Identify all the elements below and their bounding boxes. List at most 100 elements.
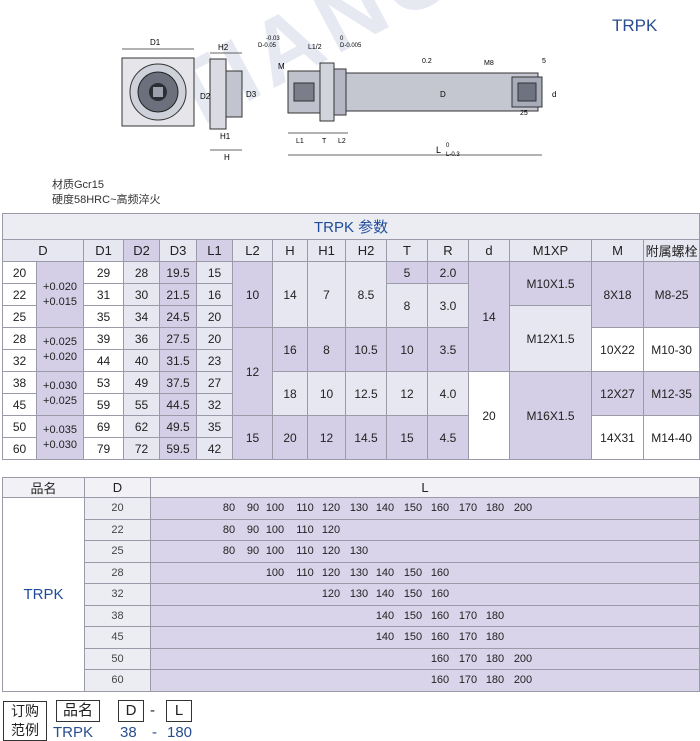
length-value: 140 bbox=[375, 502, 395, 514]
technical-drawing: D1 H2 D2 D3 H1 H M L1/2 -0.03 D-0.05 0 D… bbox=[121, 36, 556, 162]
h2-value: 10.5 bbox=[345, 327, 387, 372]
tol-l-b: L-0.3 bbox=[446, 152, 460, 158]
l1-value: 27 bbox=[196, 371, 233, 394]
h-value: 18 bbox=[272, 371, 308, 416]
small-d-value: 20 bbox=[468, 371, 510, 460]
length-value: 110 bbox=[296, 545, 314, 557]
length-value: 130 bbox=[349, 502, 369, 514]
length-d-cell: 60 bbox=[84, 669, 151, 692]
d2-value: 55 bbox=[123, 393, 160, 416]
order-separator: - bbox=[150, 702, 155, 719]
m-value: 12X27 bbox=[591, 371, 644, 416]
dim-d2: D2 bbox=[200, 92, 211, 101]
bolt-value: M12-35 bbox=[642, 371, 700, 416]
t-value: 5 bbox=[386, 261, 428, 284]
length-value: 100 bbox=[265, 545, 285, 557]
d1-value: 35 bbox=[83, 305, 124, 328]
r-value: 4.0 bbox=[427, 371, 469, 416]
length-value: 180 bbox=[485, 631, 505, 643]
d2-value: 72 bbox=[123, 437, 160, 460]
length-d-cell: 38 bbox=[84, 604, 151, 627]
l2-value: 12 bbox=[232, 327, 273, 416]
h1-value: 12 bbox=[307, 415, 346, 460]
tolerance-cell: +0.025+0.020 bbox=[36, 327, 84, 372]
end-view: D1 bbox=[121, 38, 195, 127]
d2-value: 28 bbox=[123, 261, 160, 284]
m-value: 8X18 bbox=[591, 261, 644, 328]
length-value: 150 bbox=[403, 588, 423, 600]
dim-h: H bbox=[224, 153, 230, 162]
length-model-cell: TRPK bbox=[2, 497, 85, 692]
col-h1: H1 bbox=[307, 239, 346, 262]
length-value: 140 bbox=[375, 566, 395, 579]
d-value: 32 bbox=[2, 349, 37, 372]
bolt-value: M10-30 bbox=[642, 327, 700, 372]
d2-value: 62 bbox=[123, 415, 160, 438]
tol-top-d: D-0.005 bbox=[340, 43, 362, 49]
order-label: 订购 范例 bbox=[3, 701, 47, 741]
dim-l2: L2 bbox=[338, 138, 346, 145]
length-d-cell: 25 bbox=[84, 540, 151, 563]
d-value: 25 bbox=[2, 305, 37, 328]
h1-value: 7 bbox=[307, 261, 346, 328]
d1-value: 53 bbox=[83, 371, 124, 394]
d1-value: 59 bbox=[83, 393, 124, 416]
col-l1: L1 bbox=[196, 239, 233, 262]
l1-value: 32 bbox=[196, 393, 233, 416]
length-value: 120 bbox=[321, 588, 341, 600]
l1-value: 16 bbox=[196, 283, 233, 306]
d-value: 45 bbox=[2, 393, 37, 416]
length-value: 150 bbox=[403, 631, 423, 643]
order-field-l: L bbox=[166, 700, 192, 722]
dim-25: 25 bbox=[520, 110, 528, 117]
length-value: 140 bbox=[375, 609, 395, 622]
length-value: 120 bbox=[321, 566, 341, 579]
length-value: 150 bbox=[403, 566, 423, 579]
tolerance-cell: +0.020+0.015 bbox=[36, 261, 84, 328]
length-d-cell: 28 bbox=[84, 561, 151, 584]
dim-m8: M8 bbox=[484, 60, 494, 67]
order-value-model: TRPK bbox=[53, 724, 94, 741]
col-l: L bbox=[150, 477, 700, 498]
hardness-note: 硬度58HRC~高频淬火 bbox=[52, 194, 161, 206]
params-row: 25 35 34 24.5 20 M12X1.5 bbox=[2, 305, 700, 372]
side-view: H2 D2 D3 H1 H bbox=[200, 43, 257, 162]
length-value: 130 bbox=[349, 588, 369, 600]
length-value: 80 bbox=[222, 545, 236, 557]
length-d-cell: 50 bbox=[84, 647, 151, 670]
model-title: TRPK bbox=[612, 16, 658, 35]
d3-value: 21.5 bbox=[159, 283, 197, 306]
length-value: 120 bbox=[321, 545, 341, 557]
length-value: 100 bbox=[265, 523, 285, 536]
length-value: 150 bbox=[403, 609, 423, 622]
length-value: 130 bbox=[349, 566, 369, 579]
length-value: 160 bbox=[430, 566, 450, 579]
d3-value: 19.5 bbox=[159, 261, 197, 284]
d3-value: 59.5 bbox=[159, 437, 197, 460]
h-value: 16 bbox=[272, 327, 308, 372]
t-value: 15 bbox=[386, 415, 428, 460]
length-value: 80 bbox=[222, 523, 236, 536]
d3-value: 49.5 bbox=[159, 415, 197, 438]
col-l2: L2 bbox=[232, 239, 273, 262]
length-value: 90 bbox=[246, 545, 260, 557]
d2-value: 34 bbox=[123, 305, 160, 328]
bolt-value: M8-25 bbox=[642, 261, 700, 328]
d-value: 20 bbox=[2, 261, 37, 284]
d3-value: 37.5 bbox=[159, 371, 197, 394]
col-bolt: 附属螺栓 bbox=[642, 239, 700, 262]
l1-value: 23 bbox=[196, 349, 233, 372]
col-d3: D3 bbox=[159, 239, 197, 262]
length-d-cell: 32 bbox=[84, 583, 151, 606]
length-d-cell: 45 bbox=[84, 626, 151, 649]
tolerance-cell: +0.030+0.025 bbox=[36, 371, 84, 416]
dim-d1: D1 bbox=[150, 38, 161, 47]
length-value: 170 bbox=[458, 609, 478, 622]
params-row: 28 +0.025+0.020 39 36 27.5 20 12 16 8 10… bbox=[2, 327, 700, 416]
